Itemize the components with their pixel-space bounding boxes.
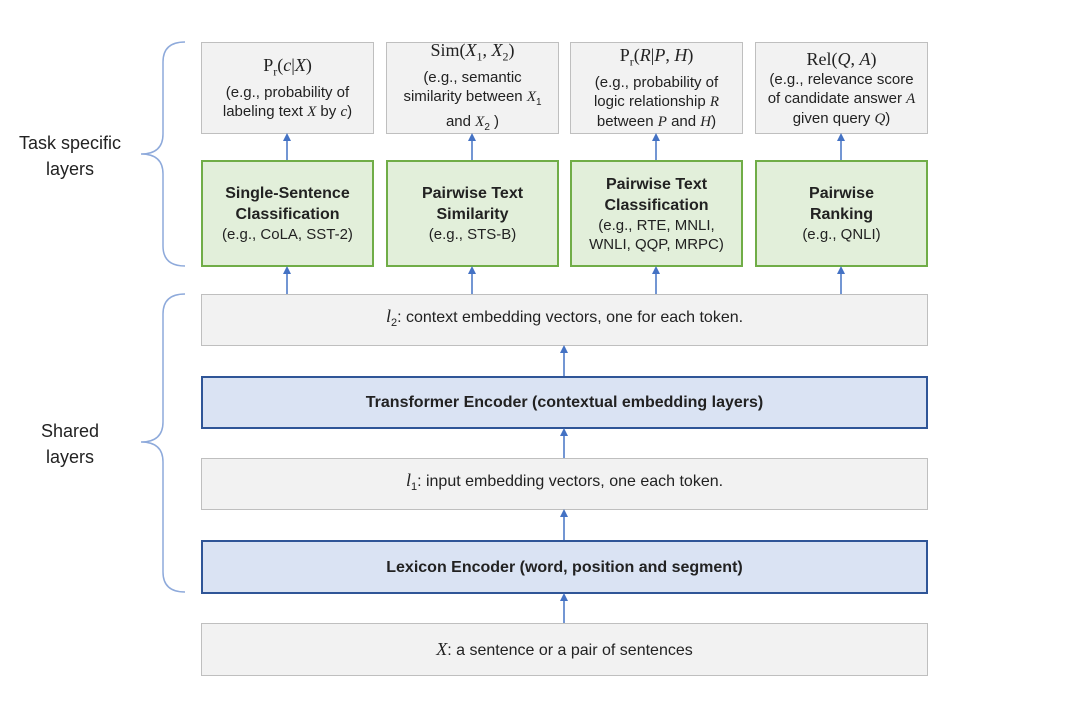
l2-context-embedding-box: l2: context embedding vectors, one for e… bbox=[201, 294, 928, 346]
transformer-encoder-label: Transformer Encoder (contextual embeddin… bbox=[365, 394, 764, 411]
shared-layers-label-line1: Shared bbox=[40, 421, 100, 441]
task-examples-line: (e.g., CoLA, SST-2) bbox=[222, 226, 353, 243]
task-title-line: Ranking bbox=[809, 206, 874, 223]
output-desc-line: (e.g., semantic bbox=[423, 68, 522, 86]
task-examples-line: WNLI, QQP, MRPC) bbox=[589, 235, 724, 253]
output-box-classification: Pr(c|X) (e.g., probability of labeling t… bbox=[201, 42, 374, 134]
task-title-line: Classification bbox=[604, 196, 709, 214]
task-title-line: Pairwise bbox=[809, 185, 874, 202]
task-title-line: Pairwise Text bbox=[421, 185, 524, 202]
output-desc-line: similarity between X1 bbox=[403, 87, 542, 108]
output-desc-line: and X2 ) bbox=[445, 112, 500, 133]
task-specific-brace bbox=[140, 41, 186, 267]
task-box-pairwise-ranking: Pairwise Ranking (e.g., QNLI) bbox=[755, 160, 928, 267]
task-title-line: Single-Sentence bbox=[225, 185, 350, 202]
l1-input-embedding-box: l1: input embedding vectors, one each to… bbox=[201, 458, 928, 510]
output-desc-line: labeling text X by c) bbox=[222, 102, 353, 120]
task-specific-label-line1: Task specific bbox=[18, 133, 122, 153]
l1-text: l1: input embedding vectors, one each to… bbox=[405, 469, 724, 494]
shared-layers-label: Shared layers bbox=[15, 418, 125, 470]
output-formula: Rel(Q, A) bbox=[806, 48, 877, 69]
output-desc-line: logic relationship R bbox=[593, 92, 720, 110]
output-desc-line: (e.g., relevance score bbox=[769, 70, 914, 88]
output-formula: Pr(c|X) bbox=[263, 55, 312, 79]
task-specific-label: Task specific layers bbox=[10, 130, 130, 182]
shared-layers-label-line2: layers bbox=[45, 447, 94, 467]
task-examples-line: (e.g., RTE, MNLI, bbox=[598, 216, 715, 234]
lexicon-encoder-box: Lexicon Encoder (word, position and segm… bbox=[201, 540, 928, 594]
output-formula: Pr(R|P, H) bbox=[619, 45, 694, 69]
input-sentence-box: X: a sentence or a pair of sentences bbox=[201, 623, 928, 676]
output-desc-line: of candidate answer A bbox=[767, 89, 916, 107]
task-title-line: Classification bbox=[235, 206, 340, 223]
transformer-encoder-box: Transformer Encoder (contextual embeddin… bbox=[201, 376, 928, 429]
task-title-line: Similarity bbox=[436, 206, 509, 223]
lexicon-encoder-label: Lexicon Encoder (word, position and segm… bbox=[386, 558, 743, 576]
output-formula: Sim(X1, X2) bbox=[430, 40, 515, 64]
output-box-relevance: Rel(Q, A) (e.g., relevance score of cand… bbox=[755, 42, 928, 134]
shared-layers-brace bbox=[140, 293, 186, 593]
input-text: X: a sentence or a pair of sentences bbox=[436, 638, 693, 659]
task-box-pairwise-classification: Pairwise Text Classification (e.g., RTE,… bbox=[570, 160, 743, 267]
task-box-single-sentence: Single-Sentence Classification (e.g., Co… bbox=[201, 160, 374, 267]
l2-text: l2: context embedding vectors, one for e… bbox=[385, 305, 744, 330]
task-specific-label-line2: layers bbox=[45, 159, 94, 179]
task-examples-line: (e.g., QNLI) bbox=[802, 226, 881, 243]
output-box-similarity: Sim(X1, X2) (e.g., semantic similarity b… bbox=[386, 40, 559, 134]
output-desc-line: given query Q) bbox=[792, 109, 891, 127]
output-desc-line: between P and H) bbox=[596, 112, 717, 130]
output-desc-line: (e.g., probability of bbox=[594, 73, 719, 91]
task-title-line: Pairwise Text bbox=[605, 175, 708, 193]
task-box-pairwise-similarity: Pairwise Text Similarity (e.g., STS-B) bbox=[386, 160, 559, 267]
task-examples-line: (e.g., STS-B) bbox=[428, 226, 517, 243]
output-desc-line: (e.g., probability of bbox=[225, 83, 350, 101]
